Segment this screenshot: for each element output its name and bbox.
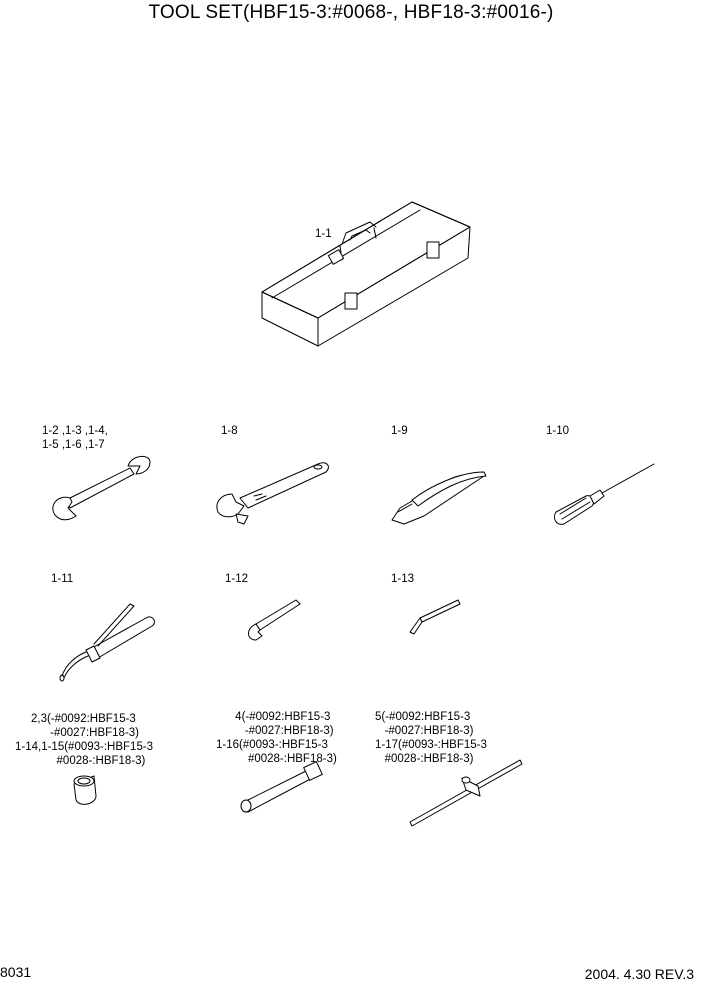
revision-date: 2004. 4.30 REV.3 [584, 966, 694, 982]
callout-grease-gun: 1-11 [51, 573, 74, 585]
pliers-illustration[interactable] [391, 471, 487, 525]
hex-key-illustration[interactable] [248, 599, 301, 641]
callout-open-end-wrench: 1-2 ,1-3 ,1-4, 1-5 ,1-6 ,1-7 [42, 425, 108, 451]
extension-bar-illustration[interactable] [240, 761, 323, 813]
page-number: 8031 [0, 964, 32, 980]
callout-adjustable-wrench: 1-8 [221, 425, 238, 437]
screwdriver-illustration[interactable] [553, 463, 655, 525]
socket-illustration[interactable] [73, 775, 97, 805]
callout-t-handle: 5(-#0092:HBF15-3 -#0027:HBF18-3) 1-17(#0… [375, 711, 487, 765]
callout-extension-bar: 4(-#0092:HBF15-3 -#0027:HBF18-3) 1-16(#0… [216, 711, 337, 765]
t-handle-illustration[interactable] [409, 759, 523, 827]
grease-gun-illustration[interactable] [59, 603, 155, 682]
callout-toolbox: 1-1 [315, 228, 332, 240]
toolbox-illustration[interactable] [261, 201, 471, 347]
adjustable-wrench-illustration[interactable] [216, 462, 329, 525]
callout-socket: 2,3(-#0092:HBF15-3 -#0027:HBF18-3) 1-14,… [15, 713, 154, 767]
callout-pin: 1-13 [391, 573, 415, 585]
pin-illustration[interactable] [409, 599, 461, 635]
callout-hex-key: 1-12 [225, 573, 249, 585]
callout-screwdriver: 1-10 [546, 425, 570, 437]
callout-pliers: 1-9 [391, 425, 408, 437]
open-end-wrench-illustration[interactable] [52, 456, 151, 521]
page-title: TOOL SET(HBF15-3:#0068-, HBF18-3:#0016-) [148, 2, 554, 23]
